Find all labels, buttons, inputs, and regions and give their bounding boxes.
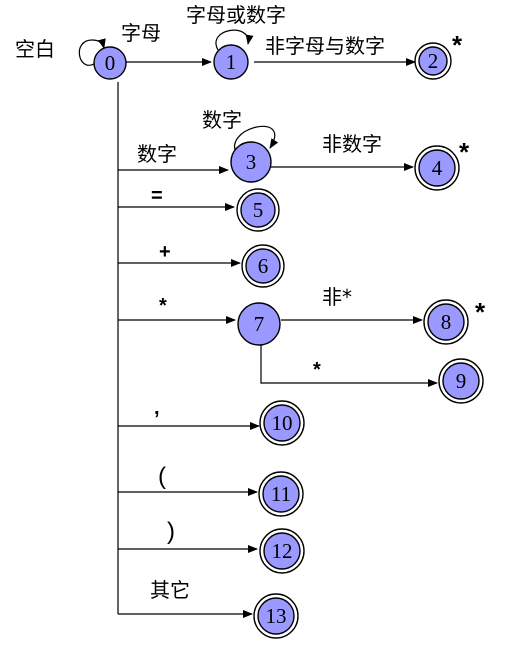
state-0: 0 <box>93 46 127 80</box>
state-label-5: 5 <box>253 198 264 222</box>
state-5: 5 <box>236 188 280 232</box>
state-label-1: 1 <box>226 50 237 74</box>
edge-3-3-self-loop <box>234 125 279 157</box>
state-3: 3 <box>230 141 272 183</box>
retract-markers: * * * <box>452 30 486 327</box>
retract-mark-state-2: * <box>452 30 463 60</box>
state-label-8: 8 <box>441 310 452 334</box>
state-1: 1 <box>213 44 249 80</box>
edge-label-0-13: 其它 <box>150 578 190 602</box>
state-label-7: 7 <box>254 312 265 336</box>
edge-label-0-11: ( <box>158 463 166 490</box>
edge-0-0-self-loop <box>78 38 106 66</box>
states: 0 1 2 3 4 5 6 <box>93 42 484 639</box>
edge-label-0-12: ) <box>167 518 175 545</box>
edge-label-3-3: 数字 <box>202 108 242 132</box>
state-12: 12 <box>259 528 305 574</box>
edge-7-9 <box>260 342 438 387</box>
state-10: 10 <box>259 400 305 446</box>
state-label-6: 6 <box>258 254 269 278</box>
state-label-4: 4 <box>432 156 443 180</box>
state-8: 8 <box>423 299 469 345</box>
state-label-10: 10 <box>272 411 293 435</box>
state-label-2: 2 <box>428 49 439 73</box>
edge-label-3-4: 非数字 <box>322 132 382 156</box>
state-label-12: 12 <box>272 539 293 563</box>
retract-mark-state-8: * <box>475 297 486 327</box>
edge-label-0-7: * <box>159 295 167 317</box>
state-label-9: 9 <box>456 369 467 393</box>
state-9: 9 <box>438 358 484 404</box>
edge-label-0-3: 数字 <box>137 142 177 166</box>
edge-label-0-10: , <box>154 397 160 419</box>
state-label-11: 11 <box>271 482 291 506</box>
edge-label-0-0: 空白 <box>15 37 55 61</box>
edge-label-0-6: + <box>159 241 171 263</box>
state-13: 13 <box>253 593 299 639</box>
edge-label-0-5: = <box>151 185 163 207</box>
state-label-13: 13 <box>266 604 287 628</box>
edge-label-7-9: * <box>313 359 321 381</box>
edges <box>78 29 438 618</box>
state-2: 2 <box>414 42 452 80</box>
retract-mark-state-4: * <box>459 137 470 167</box>
edge-1-1-self-loop <box>215 29 254 51</box>
edge-label-0-1: 字母 <box>121 21 161 45</box>
state-4: 4 <box>414 145 460 191</box>
state-6: 6 <box>241 244 285 288</box>
state-label-0: 0 <box>105 51 116 75</box>
edge-label-1-1: 字母或数字 <box>186 3 286 27</box>
edge-label-7-8: 非* <box>322 285 352 309</box>
state-label-3: 3 <box>246 150 257 174</box>
edge-labels: 空白 字母 字母或数字 非字母与数字 数字 数字 非数字 = + * 非* * … <box>15 3 385 602</box>
state-11: 11 <box>258 471 304 517</box>
edge-label-1-2: 非字母与数字 <box>265 34 385 58</box>
state-7: 7 <box>237 302 281 346</box>
